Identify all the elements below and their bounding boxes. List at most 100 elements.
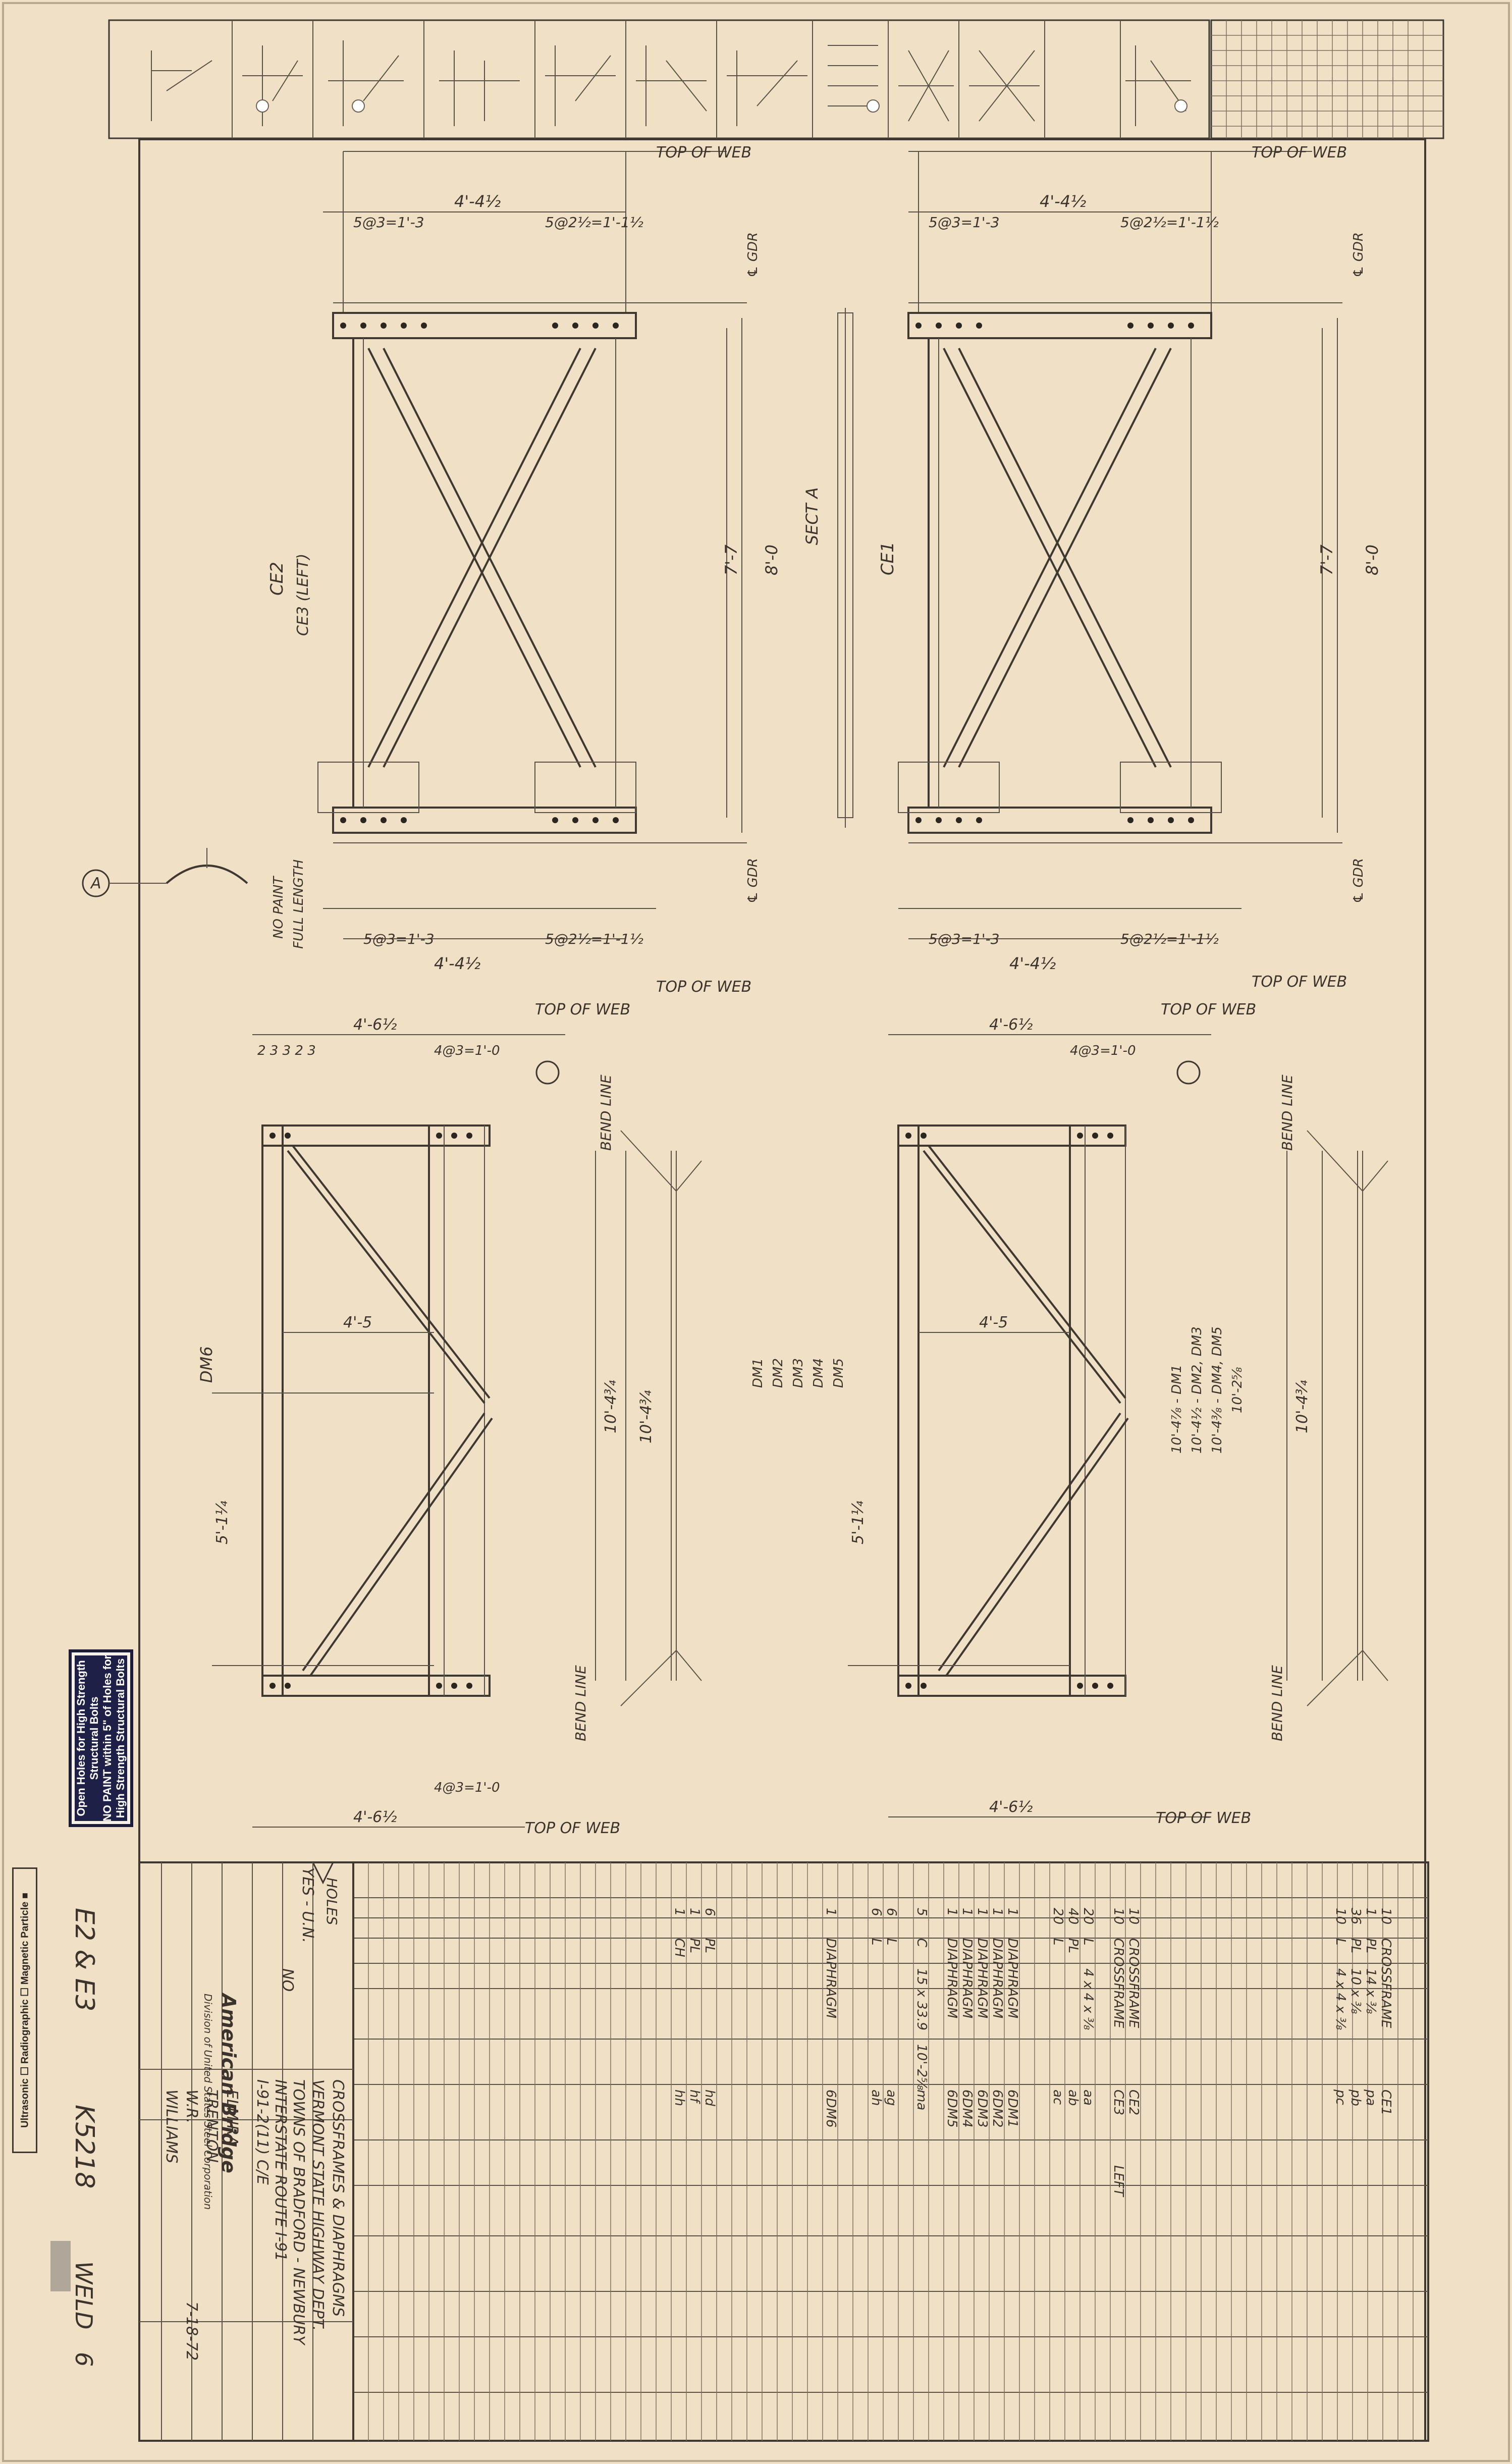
bill-row-1-mark: pa bbox=[1363, 2089, 1378, 2106]
view-dm6 bbox=[212, 1034, 702, 1828]
ce1-width-top: 4'-4½ bbox=[1040, 192, 1086, 211]
bill-row-14-no: 5 bbox=[914, 1908, 929, 1916]
bill-row-15-mark: ag bbox=[884, 2090, 899, 2106]
bill-row-5-mark: CE3 bbox=[1111, 2090, 1126, 2115]
section-a-mark: A bbox=[90, 875, 101, 892]
dm-list-1: DM1 bbox=[750, 1358, 766, 1388]
bill-row-8-section: L bbox=[1050, 1938, 1065, 1946]
ce2-label: CE2 bbox=[267, 562, 287, 596]
bill-row-5-no: 10 bbox=[1111, 1908, 1126, 1924]
bill-row-7-no: 40 bbox=[1065, 1908, 1081, 1924]
dm1-width: 4'-6½ bbox=[989, 1016, 1033, 1034]
dm6-top-of-web: TOP OF WEB bbox=[535, 1001, 630, 1019]
dm6-height-b: 10'-4¾ bbox=[637, 1390, 655, 1443]
bill-row-0-section: CROSSFRAME bbox=[1378, 1938, 1393, 2028]
dm6-label: DM6 bbox=[197, 1346, 216, 1383]
bill-row-16-no: 6 bbox=[869, 1908, 884, 1916]
dm6-dims: 2 3 3 2 3 bbox=[257, 1043, 316, 1058]
tb-title: CROSSFRAMES & DIAPHRAGMS bbox=[329, 2079, 347, 2317]
bill-row-1-size: 14 x ⅜ bbox=[1363, 1968, 1378, 2014]
dm1-top-of-web-bottom: TOP OF WEB bbox=[1156, 1809, 1251, 1827]
bill-row-6-no: 20 bbox=[1081, 1908, 1096, 1924]
sticker-line-2: Structural Bolts bbox=[88, 1696, 100, 1780]
dm1-span: 4@3=1'-0 bbox=[1070, 1043, 1136, 1058]
dm6-bend-line-bottom: BEND LINE bbox=[572, 1665, 589, 1741]
bill-row-3-no: 10 bbox=[1333, 1908, 1348, 1924]
bill-row-1-section: PL bbox=[1363, 1938, 1378, 1953]
dm-list-5: DM5 bbox=[831, 1358, 846, 1388]
dm1-note-3: 10'-4⅜ - DM4, DM5 bbox=[1210, 1326, 1225, 1454]
bill-row-12-no: 1 bbox=[959, 1908, 975, 1916]
dm6-span-bottom: 4@3=1'-0 bbox=[434, 1780, 500, 1795]
tb-drawn-by: W.R. bbox=[183, 2090, 200, 2123]
ce1-spacing2-bottom: 5@2½=1'-1½ bbox=[1120, 931, 1219, 947]
bill-row-13-section: DIAPHRAGM bbox=[944, 1938, 959, 2018]
gray-bar bbox=[50, 2241, 71, 2291]
bill-row-5-remark: LEFT bbox=[1111, 2165, 1126, 2198]
dm1-note-4: 10'-2⅝ bbox=[1230, 1367, 1245, 1413]
bill-row-6-mark: aa bbox=[1081, 2090, 1096, 2106]
bill-row-20-mark: hh bbox=[672, 2090, 687, 2106]
inspection-checkboxes: Ultrasonic ☐ Radiographic ☐ Magnetic Par… bbox=[12, 1867, 37, 2153]
bill-row-3-size: 4 x 4 x ⅜ bbox=[1333, 1968, 1348, 2030]
bill-row-10-mark: 6DM2 bbox=[990, 2090, 1005, 2128]
ce2-section-a: SECT A bbox=[802, 488, 822, 545]
tb-checked: TRENTON bbox=[203, 2090, 221, 2163]
view-ce1 bbox=[898, 151, 1342, 939]
ce1-label: CE1 bbox=[878, 542, 898, 575]
bill-row-8-mark: ac bbox=[1050, 2090, 1065, 2105]
bill-row-3-section: L bbox=[1333, 1938, 1348, 1946]
sticker-line-4: High Strength Structural Bolts bbox=[114, 1658, 127, 1818]
tb-customer: VERMONT STATE HIGHWAY DEPT. bbox=[309, 2079, 327, 2331]
bill-row-1-no: 1 bbox=[1363, 1908, 1378, 1916]
ce1-height: 8'-0 bbox=[1363, 545, 1382, 575]
bill-row-18-no: 6 bbox=[702, 1908, 717, 1916]
bill-row-8-no: 20 bbox=[1050, 1908, 1065, 1924]
tb-paint: YES - U.N. bbox=[299, 1867, 316, 1943]
bill-row-5-section: CROSSFRAME bbox=[1111, 1938, 1126, 2028]
inspection-label: Ultrasonic ☐ Radiographic ☐ Magnetic Par… bbox=[19, 1893, 31, 2128]
dm1-bend-line-bottom: BEND LINE bbox=[1269, 1665, 1285, 1741]
dm6-height-a: 10'-4¾ bbox=[602, 1380, 620, 1433]
ce2-width-bottom: 4'-4½ bbox=[434, 954, 480, 973]
tb-sheet-no: 6 bbox=[70, 2352, 97, 2367]
tb-made-by: WILLIAMS bbox=[163, 2090, 180, 2163]
bill-row-12-mark: 6DM4 bbox=[959, 2090, 975, 2128]
bill-row-12-section: DIAPHRAGM bbox=[959, 1938, 975, 2018]
bill-row-0-mark: CE1 bbox=[1378, 2090, 1393, 2115]
holes-label: HOLES bbox=[323, 1878, 340, 1925]
bill-row-4-section: CROSSFRAME bbox=[1126, 1938, 1141, 2028]
ce1-spacing1: 5@3=1'-3 bbox=[929, 214, 1000, 231]
tb-shop: ELMIRA bbox=[223, 2090, 241, 2146]
bill-row-13-no: 1 bbox=[944, 1908, 959, 1916]
bill-row-6-size: 4 x 4 x ⅜ bbox=[1081, 1968, 1096, 2030]
dm1-inner-width: 4'-5 bbox=[979, 1314, 1008, 1331]
ce1-spacing2: 5@2½=1'-1½ bbox=[1120, 214, 1219, 231]
bill-row-2-size: 10 x ⅜ bbox=[1348, 1968, 1363, 2014]
bill-row-16-mark: ah bbox=[869, 2090, 884, 2106]
ce1-top-of-web-bottom: TOP OF WEB bbox=[1252, 973, 1347, 991]
weld-symbol-legend bbox=[108, 19, 1210, 139]
dm6-width-bottom: 4'-6½ bbox=[353, 1808, 397, 1826]
tb-stress-relieved: NO bbox=[279, 1968, 296, 1992]
dm1-top-of-web: TOP OF WEB bbox=[1161, 1001, 1256, 1019]
bill-row-9-section: DIAPHRAGM bbox=[1005, 1938, 1020, 2018]
dm1-height: 10'-4¾ bbox=[1293, 1380, 1311, 1433]
dm6-low: 5'-1¼ bbox=[213, 1501, 231, 1544]
dm6-width: 4'-6½ bbox=[353, 1016, 397, 1034]
tb-contract: K5218 bbox=[69, 2105, 99, 2188]
ce2-spacing1-bottom: 5@3=1'-3 bbox=[363, 931, 435, 947]
bill-row-9-mark: 6DM1 bbox=[1005, 2090, 1020, 2128]
bill-row-14-section: C bbox=[914, 1938, 929, 1948]
bill-row-11-section: DIAPHRAGM bbox=[975, 1938, 990, 2018]
bill-row-9-no: 1 bbox=[1005, 1908, 1020, 1916]
tb-area: E2 & E3 bbox=[69, 1908, 99, 2012]
dm-list-2: DM2 bbox=[771, 1358, 786, 1388]
ce2-width-top: 4'-4½ bbox=[454, 192, 501, 211]
bill-row-19-no: 1 bbox=[687, 1908, 702, 1916]
bill-row-14-size: 15 x 33.9 bbox=[914, 1968, 929, 2030]
ce2-cl-gdr-bottom: ℄ GDR bbox=[745, 858, 761, 903]
tb-location: TOWNS OF BRADFORD - NEWBURY bbox=[290, 2079, 307, 2346]
